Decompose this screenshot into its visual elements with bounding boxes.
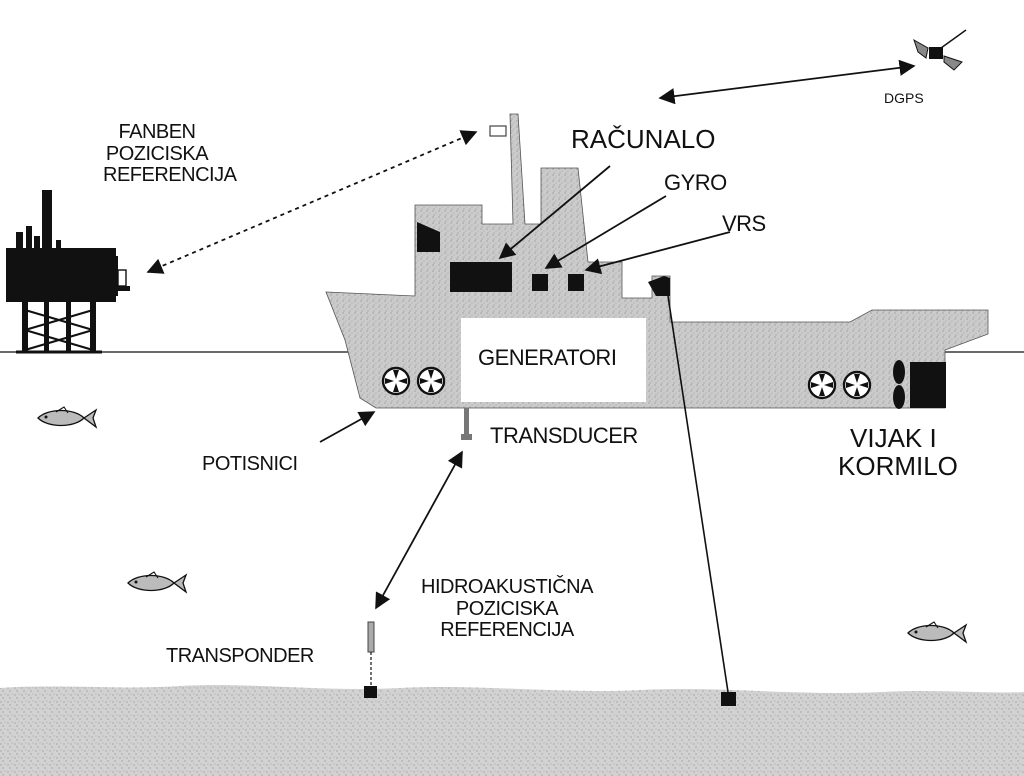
oil-platform [6,190,130,354]
hidro-label: HIDROAKUSTIČNA POZICISKA REFERENCIJA [421,576,593,642]
potisnici-arrow [319,411,376,443]
transponder [364,621,377,698]
racunalo-label: RAČUNALO [571,124,716,154]
vrs-arrow [584,231,731,275]
potisnici-label: POTISNICI [202,453,298,475]
racunalo-arrow [498,165,611,260]
hydroacoustic-arrow [375,450,463,610]
thruster-icons [381,360,905,409]
arrows [146,59,916,610]
taut-wire [667,295,736,706]
fish-icon [127,571,188,594]
generatori-label: GENERATORI [478,345,617,370]
satellite-icon [913,29,967,71]
fish-icon [907,621,968,644]
transponder-label: TRANSPONDER [166,645,314,667]
gyro-label: GYRO [664,170,727,195]
vijak-label: VIJAK I KORMILO [838,423,958,482]
fish-icon [37,406,98,429]
vrs-label: VRS [722,211,766,236]
fanben-label: FANBEN POZICISKA REFERENCIJA [103,121,237,187]
gyro-arrow [544,195,667,269]
dgps-link-arrow [658,59,916,105]
fanben-link-arrow [146,130,478,274]
seabed [0,685,1024,776]
transducer-label: TRANSDUCER [490,423,638,448]
dgps-label: DGPS [884,90,924,106]
